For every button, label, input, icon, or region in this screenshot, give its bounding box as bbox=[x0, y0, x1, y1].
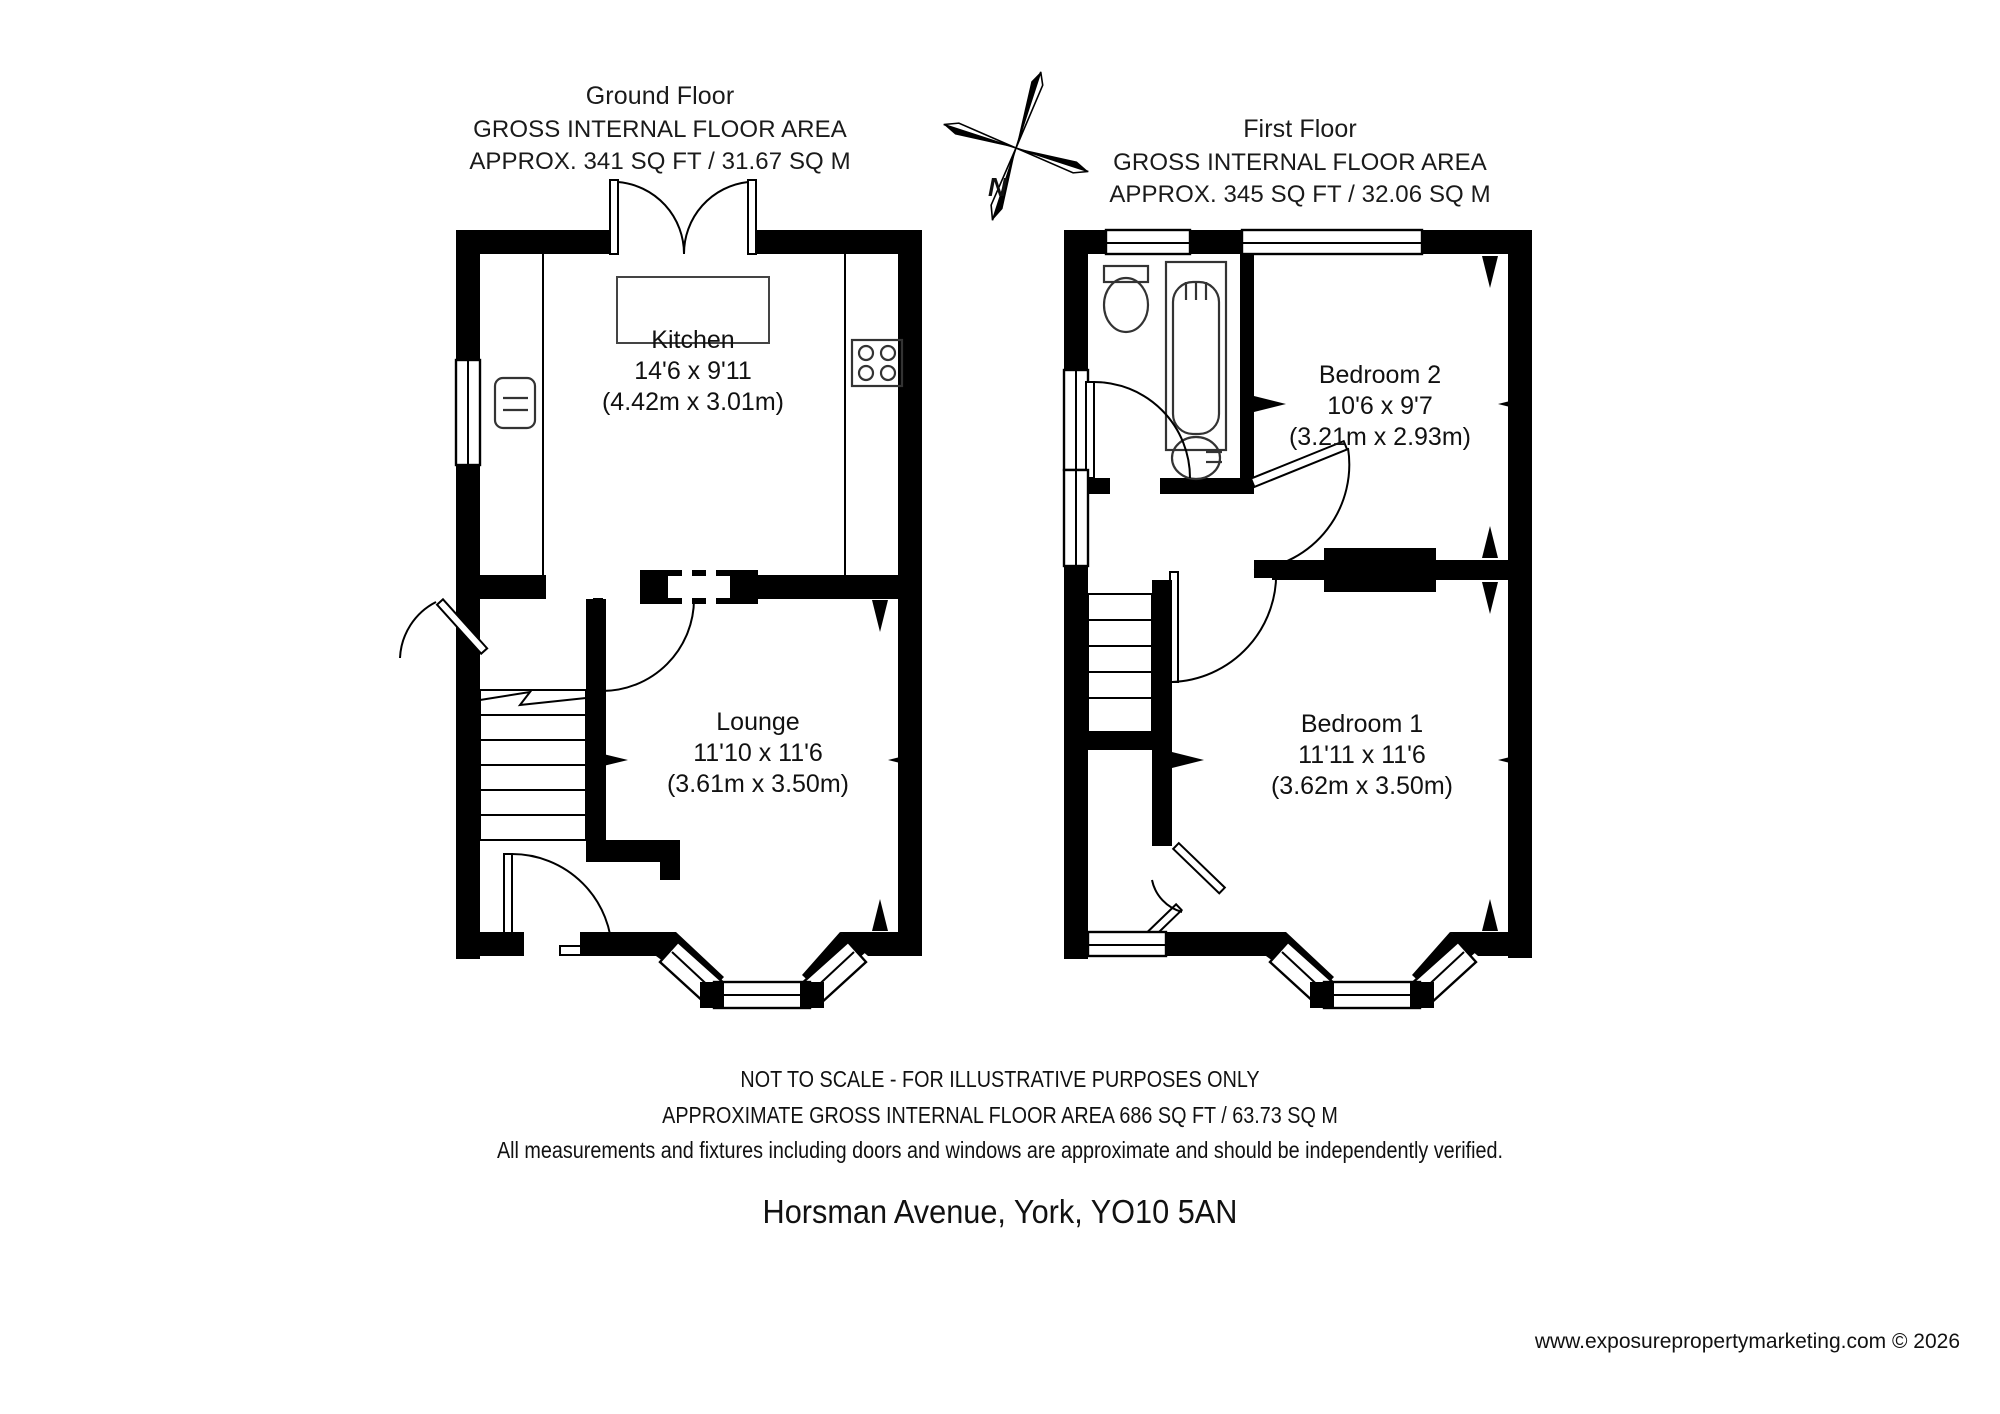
first-floor-area-label: GROSS INTERNAL FLOOR AREA bbox=[1113, 148, 1487, 176]
ground-floor-area-value: APPROX. 341 SQ FT / 31.67 SQ M bbox=[469, 147, 851, 175]
bedroom-1-dim-imperial: 11'11 x 11'6 bbox=[1298, 741, 1426, 769]
kitchen-dim-imperial: 14'6 x 9'11 bbox=[634, 357, 752, 385]
ground-floor-title: Ground Floor bbox=[585, 82, 735, 110]
hall-to-kitchen-door bbox=[593, 598, 695, 692]
ground-floor-plan: Kitchen 14'6 x 9'11 (4.42m x 3.01m) bbox=[399, 179, 922, 1010]
bedroom-1-door bbox=[1169, 567, 1278, 683]
ground-floor-heading: Ground Floor GROSS INTERNAL FLOOR AREA A… bbox=[430, 80, 890, 178]
kitchen-rear-double-door bbox=[609, 179, 757, 255]
side-entrance-door bbox=[399, 597, 489, 659]
dimension-arrow-b2-top bbox=[1482, 256, 1498, 288]
dimension-arrow-bottom bbox=[872, 899, 888, 931]
dimension-arrow-b2-left bbox=[1254, 396, 1286, 412]
disclaimer-line-3: All measurements and fixtures including … bbox=[496, 1137, 1504, 1164]
bedroom-1-bay-window bbox=[1218, 932, 1532, 1010]
ground-floor-area-label: GROSS INTERNAL FLOOR AREA bbox=[473, 115, 847, 143]
copyright-notice: www.exposurepropertymarketing.com © 2026 bbox=[1534, 1330, 1960, 1353]
bath-icon bbox=[1164, 260, 1228, 452]
wc-icon bbox=[1102, 264, 1150, 334]
kitchen-sink-icon bbox=[493, 376, 537, 430]
disclaimer-block: NOT TO SCALE - FOR ILLUSTRATIVE PURPOSES… bbox=[0, 1062, 2000, 1169]
dimension-arrow-b1-right bbox=[1498, 752, 1530, 768]
dimension-arrow-top bbox=[872, 600, 888, 632]
lounge-label: Lounge bbox=[716, 708, 799, 736]
first-floor-plan: Bedroom 2 10'6 x 9'7 (3.21m x 2.93m) Bed… bbox=[1062, 228, 1532, 1010]
kitchen-worktop bbox=[616, 276, 770, 344]
lounge-dim-imperial: 11'10 x 11'6 bbox=[693, 739, 823, 767]
first-floor-heading: First Floor GROSS INTERNAL FLOOR AREA AP… bbox=[1090, 113, 1510, 211]
lounge-dim-metric: (3.61m x 3.50m) bbox=[667, 770, 849, 798]
bedroom-1-dim-metric: (3.62m x 3.50m) bbox=[1271, 772, 1453, 800]
ground-staircase bbox=[479, 689, 587, 841]
bedroom-2-door bbox=[1249, 439, 1351, 571]
kitchen-hob-icon bbox=[850, 338, 904, 388]
dimension-arrow-b2-right bbox=[1498, 396, 1530, 412]
dimension-arrow-b2-bottom bbox=[1482, 526, 1498, 558]
bedroom-2-dim-imperial: 10'6 x 9'7 bbox=[1327, 392, 1432, 420]
kitchen-dim-metric: (4.42m x 3.01m) bbox=[602, 388, 784, 416]
bedroom-2-label: Bedroom 2 bbox=[1319, 361, 1441, 389]
wash-basin-icon bbox=[1170, 435, 1222, 481]
lounge-bay-window bbox=[608, 932, 922, 1010]
compass-north-label: N bbox=[988, 172, 1008, 202]
first-floor-title: First Floor bbox=[1243, 115, 1357, 143]
compass-rose-icon: N bbox=[943, 71, 1089, 221]
dimension-arrow-b1-bottom bbox=[1482, 899, 1498, 931]
property-address: Horsman Avenue, York, YO10 5AN bbox=[762, 1193, 1238, 1230]
disclaimer-line-2: APPROXIMATE GROSS INTERNAL FLOOR AREA 68… bbox=[662, 1101, 1338, 1128]
bedroom-2-dim-metric: (3.21m x 2.93m) bbox=[1289, 423, 1471, 451]
bathroom bbox=[1085, 254, 1254, 494]
kitchen-label: Kitchen bbox=[651, 326, 734, 354]
dimension-arrow-b1-left bbox=[1172, 752, 1204, 768]
first-floor-area-value: APPROX. 345 SQ FT / 32.06 SQ M bbox=[1109, 180, 1491, 208]
bedroom-1-label: Bedroom 1 bbox=[1301, 710, 1423, 738]
dimension-arrow-b1-top bbox=[1482, 582, 1498, 614]
dimension-arrow-left bbox=[595, 752, 628, 768]
dimension-arrow-right bbox=[888, 752, 920, 768]
first-floor-staircase bbox=[1087, 580, 1172, 750]
bathroom-door bbox=[1085, 381, 1191, 479]
disclaimer-line-1: NOT TO SCALE - FOR ILLUSTRATIVE PURPOSES… bbox=[740, 1066, 1260, 1092]
